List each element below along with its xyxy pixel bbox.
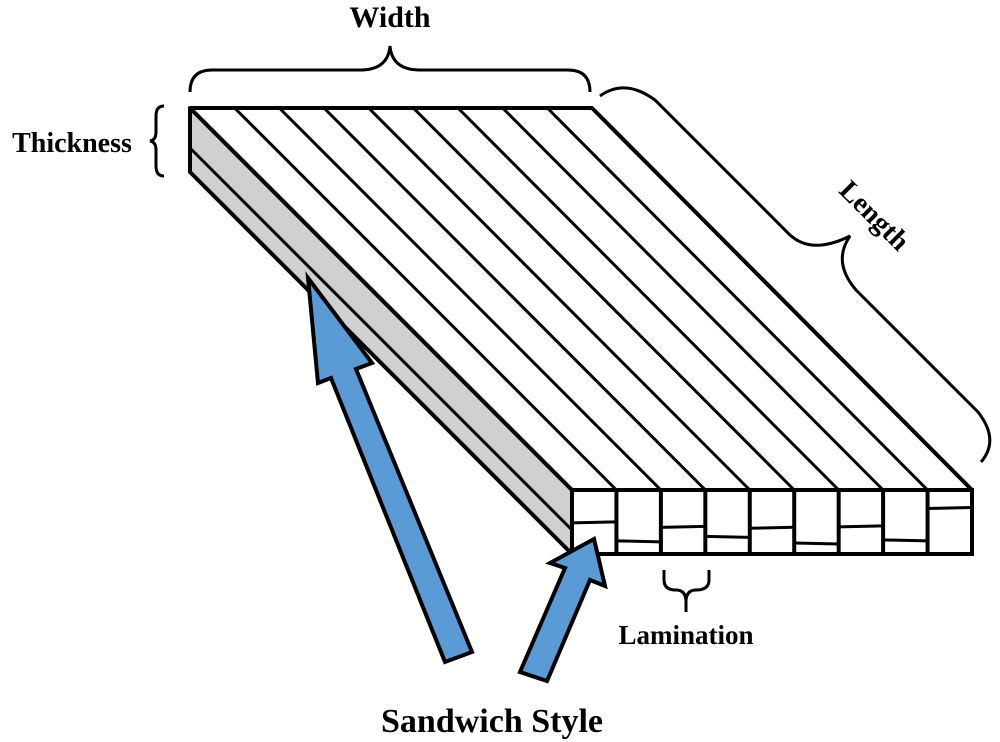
thickness-brace <box>149 104 165 178</box>
strip-line <box>322 106 707 492</box>
lamination-label: Lamination <box>618 620 753 650</box>
sandwich-style-label: Sandwich Style <box>381 703 603 740</box>
lamination-joint <box>616 539 661 544</box>
top-face-strip-lines <box>233 106 929 492</box>
lamination-joint <box>883 538 928 543</box>
front-face-laminations <box>571 490 973 554</box>
lamination-joint <box>794 541 839 546</box>
lamination-joint <box>660 524 706 529</box>
strip-line <box>546 106 929 492</box>
lamination-joint <box>571 520 617 525</box>
lamination-joint <box>838 524 884 529</box>
sandwich-arrow-left <box>305 271 475 665</box>
strip-line <box>412 106 796 492</box>
strip-line <box>278 106 662 492</box>
sandwich-arrow-right <box>517 535 608 684</box>
front-face <box>570 488 974 556</box>
width-brace <box>188 45 592 93</box>
strip-line <box>456 106 840 492</box>
strip-line <box>233 106 618 492</box>
lamination-brace <box>662 570 711 612</box>
lamination-joint <box>749 525 795 530</box>
lamination-joint <box>705 534 750 539</box>
strip-line <box>501 106 885 492</box>
lamination-joint <box>927 506 973 511</box>
top-face <box>188 106 974 492</box>
thickness-label: Thickness <box>12 128 132 159</box>
width-label: Width <box>349 1 430 34</box>
side-face-layer-line <box>188 146 574 532</box>
length-brace <box>599 86 992 463</box>
strip-line <box>367 106 751 492</box>
